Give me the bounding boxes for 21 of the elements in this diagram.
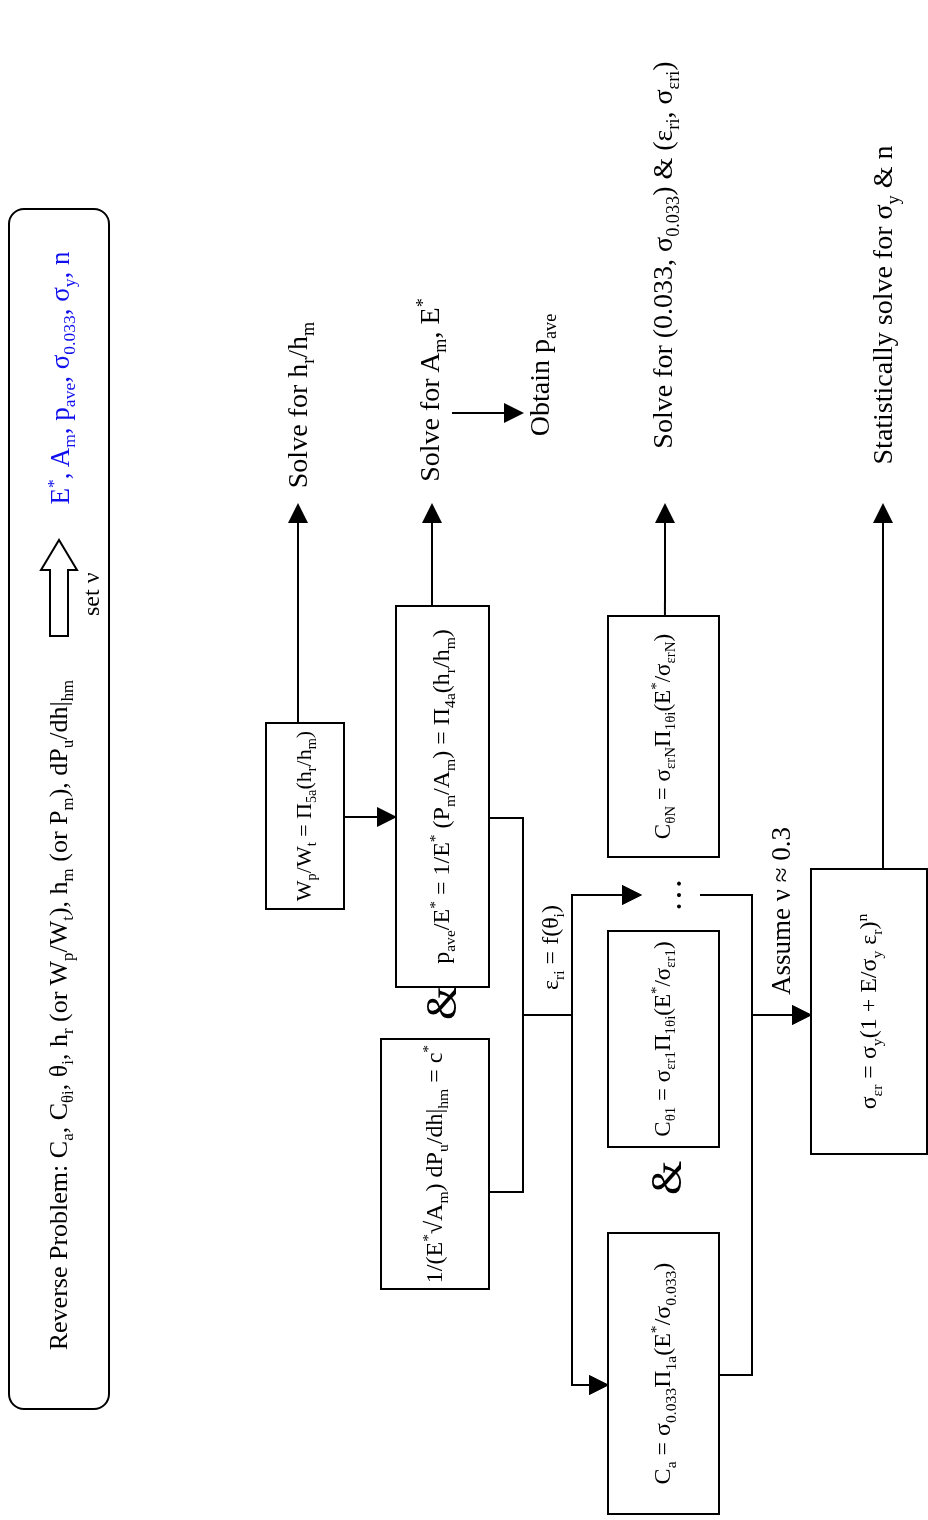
edge-label: set ν — [79, 572, 103, 616]
arrow — [451, 403, 524, 423]
arrow — [699, 894, 812, 1025]
arrow — [873, 503, 893, 869]
equation-box — [810, 868, 928, 1155]
ellipsis: … — [640, 875, 700, 915]
ampersand: & — [420, 985, 464, 1020]
equation-box — [607, 1232, 720, 1515]
hollow-arrow — [39, 538, 79, 637]
equation-box — [395, 605, 490, 988]
ampersand: & — [645, 1160, 689, 1195]
note: Assume ν ≈ 0.3 — [768, 826, 795, 995]
arrow — [655, 503, 675, 616]
arrow — [288, 503, 308, 723]
equation-box — [380, 1038, 490, 1290]
equation-box — [265, 722, 345, 910]
equation-box — [607, 615, 720, 858]
equation-box — [607, 930, 720, 1148]
arrow — [344, 806, 397, 827]
rounded-box — [8, 208, 110, 1410]
arrow — [422, 503, 442, 606]
